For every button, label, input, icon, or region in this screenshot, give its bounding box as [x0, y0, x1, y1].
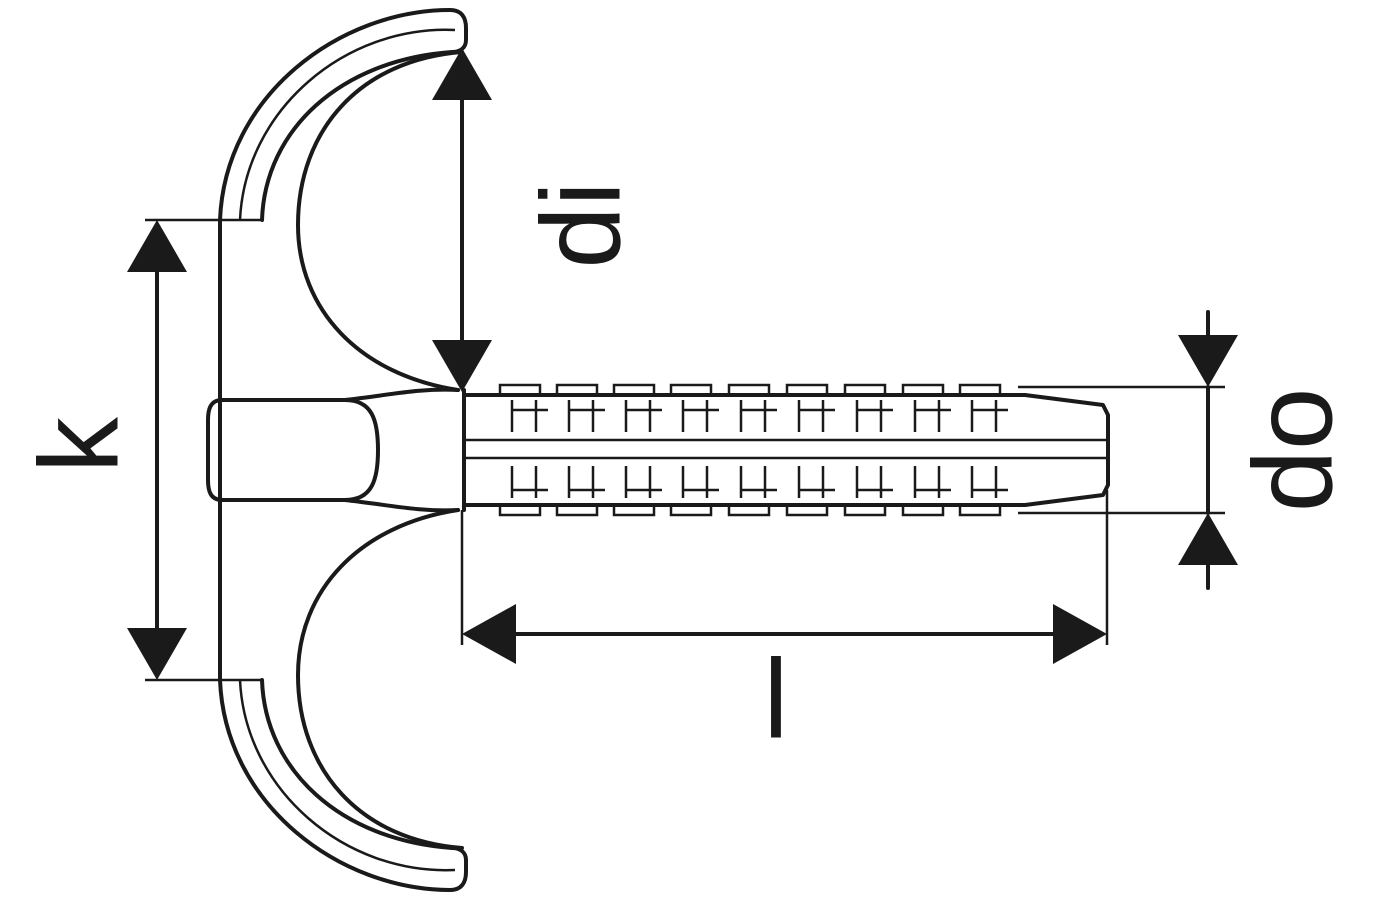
- upper-arm-flute: [238, 28, 456, 221]
- shaft-ribs: [498, 383, 1008, 517]
- hub-neck-top: [343, 387, 460, 402]
- ribbed-shaft: [462, 383, 1110, 517]
- shaft-tip: [1023, 393, 1110, 507]
- l-arrow-right: [1053, 604, 1107, 664]
- dimension-l: l: [460, 490, 1109, 762]
- k-label: k: [17, 416, 142, 473]
- dimension-di: di: [432, 48, 644, 392]
- shaft-rib: [843, 383, 893, 517]
- lower-saddle-curve: [296, 508, 464, 850]
- do-arrow-top: [1178, 335, 1238, 387]
- shaft-rib: [612, 383, 662, 517]
- k-arrow-top: [127, 220, 187, 272]
- dimension-k: k: [17, 218, 222, 682]
- do-label: do: [1231, 388, 1356, 513]
- shaft-rib: [498, 383, 548, 517]
- k-arrow-bottom: [127, 628, 187, 680]
- hub: [206, 398, 380, 502]
- hub-neck-bottom: [343, 498, 460, 513]
- l-arrow-left: [462, 604, 516, 664]
- saddle-clip: [206, 8, 468, 892]
- shaft-rib: [785, 383, 835, 517]
- dimension-do: do: [1018, 310, 1356, 590]
- upper-arm-outer: [218, 8, 468, 222]
- lower-arm-flute: [238, 679, 456, 872]
- do-arrow-bottom: [1178, 513, 1238, 565]
- shaft-rib: [958, 383, 1008, 517]
- lower-arm-outer: [218, 678, 468, 892]
- shaft-rib: [555, 383, 605, 517]
- upper-saddle-curve: [296, 50, 464, 392]
- l-label: l: [764, 637, 789, 762]
- shaft-rib: [669, 383, 719, 517]
- di-label: di: [519, 181, 644, 268]
- di-arrow-bottom: [432, 340, 492, 392]
- shaft-rib: [727, 383, 777, 517]
- shaft-rib: [901, 383, 951, 517]
- di-arrow-top: [432, 48, 492, 100]
